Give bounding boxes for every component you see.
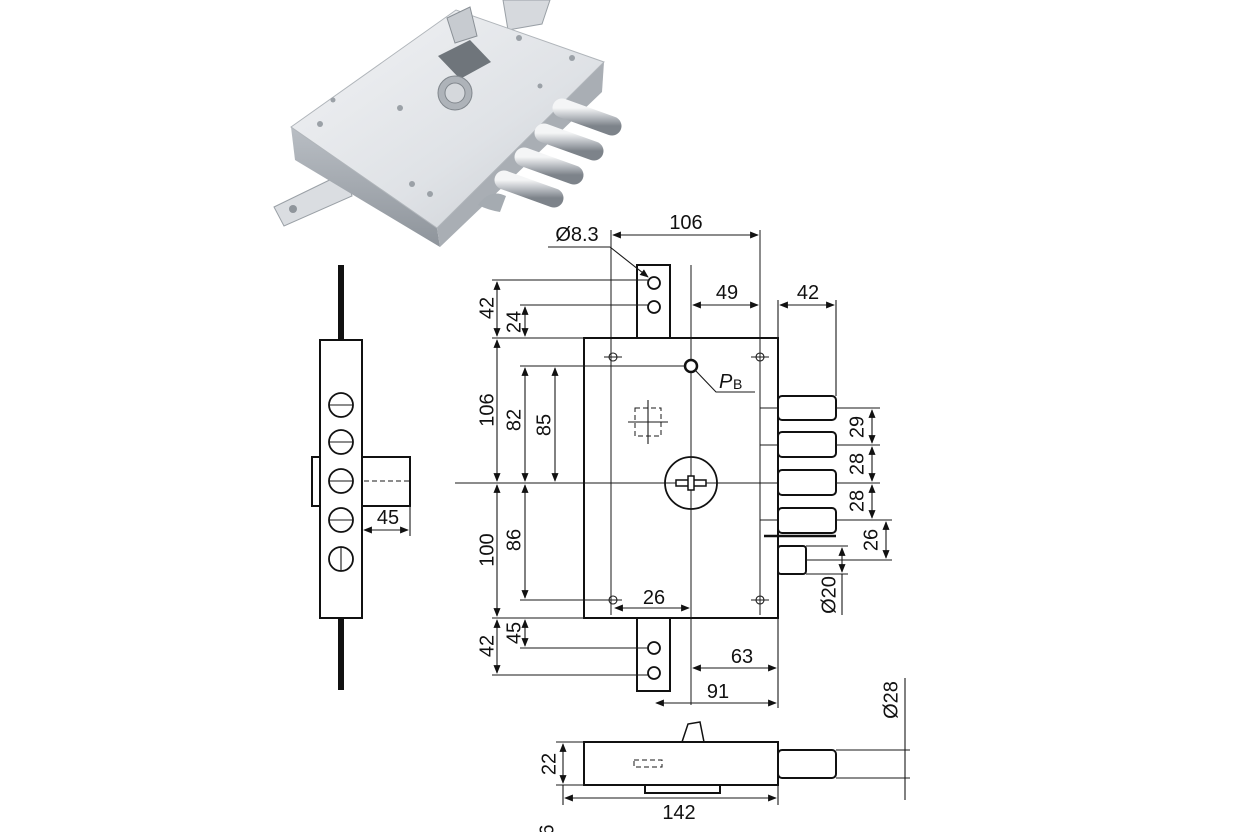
side-bolt-projection [361, 456, 411, 507]
body-top-face [290, 9, 605, 229]
key-lever [446, 6, 478, 44]
dim-29: 29 [846, 416, 868, 438]
strip-top [502, 0, 551, 31]
dim-42-bolt: 42 [797, 282, 819, 304]
dim-hole-dia-leader [609, 246, 649, 278]
bottom-plate [644, 784, 721, 794]
bolt [494, 170, 564, 208]
bottom-tab-hole [647, 666, 661, 680]
dim-91: 91 [707, 681, 729, 703]
front-bolts [760, 395, 837, 575]
dim-thickness: 22 [538, 753, 560, 775]
top-tab-hole [647, 276, 661, 290]
dim-latch-dia: Ø20 [818, 576, 840, 614]
bolt [777, 469, 837, 496]
top-tab-hole [647, 300, 661, 314]
pb-leader [694, 369, 755, 393]
dim-42-bottom: 42 [476, 635, 498, 657]
dim-82: 82 [503, 409, 525, 431]
screw [397, 105, 403, 111]
screw [330, 97, 336, 103]
dim-86: 86 [503, 529, 525, 551]
screw [427, 191, 433, 197]
screw-heads [317, 35, 575, 197]
screw [537, 83, 543, 89]
dim-49: 49 [716, 282, 738, 304]
dim-28: 28 [846, 453, 868, 475]
screw [516, 35, 522, 41]
lock-photo [273, 0, 622, 247]
keyhole-circle [664, 456, 718, 510]
bottom-view: Ø28 22 142 6 [536, 678, 910, 832]
dim-28: 28 [846, 490, 868, 512]
pb-label: P [719, 371, 733, 393]
latch-photo [478, 193, 506, 212]
bottom-tab-hole [647, 641, 661, 655]
dim-26: 26 [643, 587, 665, 609]
bottom-latch-top [680, 721, 705, 743]
bolt [534, 123, 604, 161]
dim-45: 45 [503, 622, 525, 644]
dim-26-right: 26 [860, 529, 882, 551]
dim-42-top: 42 [476, 297, 498, 319]
screw [317, 121, 323, 127]
side-bolt-ends [328, 392, 354, 572]
dim-85: 85 [533, 414, 555, 436]
side-view: 45 [311, 265, 411, 690]
front-view: P B 106 Ø8.3 49 42 [455, 212, 892, 708]
side-dim-45: 45 [377, 507, 399, 529]
bottom-bolt [777, 749, 837, 779]
dim-length: 142 [662, 802, 695, 824]
square-cutout [438, 40, 491, 79]
dim-bolt-dia: Ø28 [880, 681, 902, 719]
dim-24: 24 [503, 311, 525, 333]
body-front-face [291, 127, 440, 247]
bolt [777, 507, 837, 534]
bolt [552, 98, 622, 136]
cylinder-inner [444, 82, 466, 104]
side-faceplate [311, 456, 321, 507]
screw [409, 181, 415, 187]
dim-hole-dia: Ø8.3 [555, 224, 598, 246]
dim-63: 63 [731, 646, 753, 668]
bolt [777, 395, 837, 421]
latch [777, 545, 807, 575]
strip-hole [289, 205, 297, 213]
bolt [777, 431, 837, 458]
pb-label-subscript: B [733, 376, 742, 392]
dim-partial: 6 [536, 824, 558, 832]
dim-106-left: 106 [476, 393, 498, 426]
bolts-photo [494, 98, 622, 208]
screw [569, 55, 575, 61]
bolt [514, 147, 584, 185]
mounting-holes [604, 352, 769, 605]
keyhole-pin [687, 475, 695, 491]
dim-100: 100 [476, 533, 498, 566]
bottom-keyslot [633, 759, 663, 768]
dim-106-top: 106 [669, 212, 702, 234]
bottom-body [583, 741, 779, 786]
